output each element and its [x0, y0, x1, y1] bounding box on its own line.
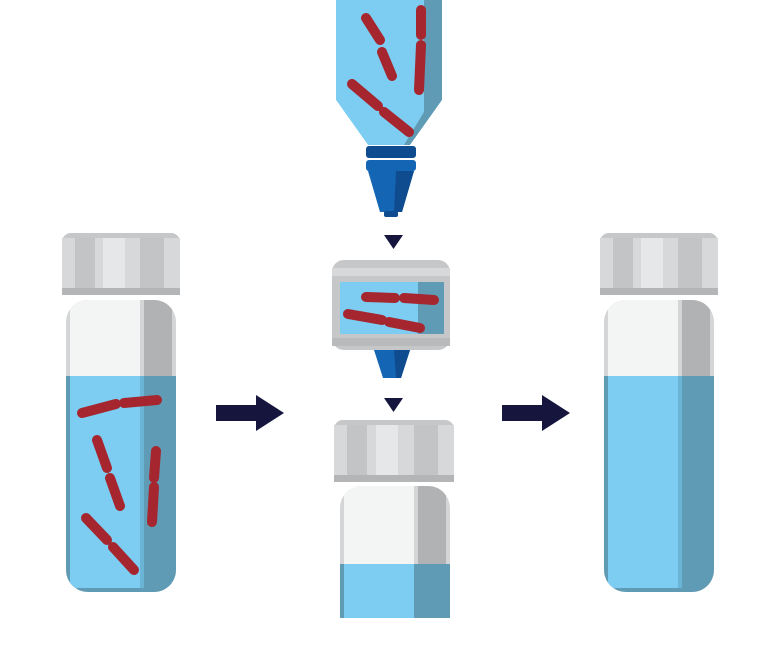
syringe-filter: [332, 260, 450, 378]
down-triangle-icon: [384, 398, 403, 412]
vial-cap: [334, 420, 454, 482]
bacteria-cluster: [343, 292, 439, 333]
vial-body: [604, 300, 714, 592]
vial-cap: [62, 233, 180, 295]
bacteria-cluster: [347, 5, 426, 137]
vial-cap: [600, 233, 718, 295]
filtered-vial: [600, 233, 718, 592]
contaminated-vial: [62, 233, 180, 592]
right-arrow-icon: [216, 395, 284, 431]
right-arrow-icon: [502, 395, 570, 431]
vial-body: [66, 300, 176, 592]
receiving-vial: [330, 420, 460, 646]
dropper-bottle: [336, 0, 442, 217]
down-triangle-icon: [384, 235, 403, 249]
bacteria-cluster: [77, 395, 162, 575]
